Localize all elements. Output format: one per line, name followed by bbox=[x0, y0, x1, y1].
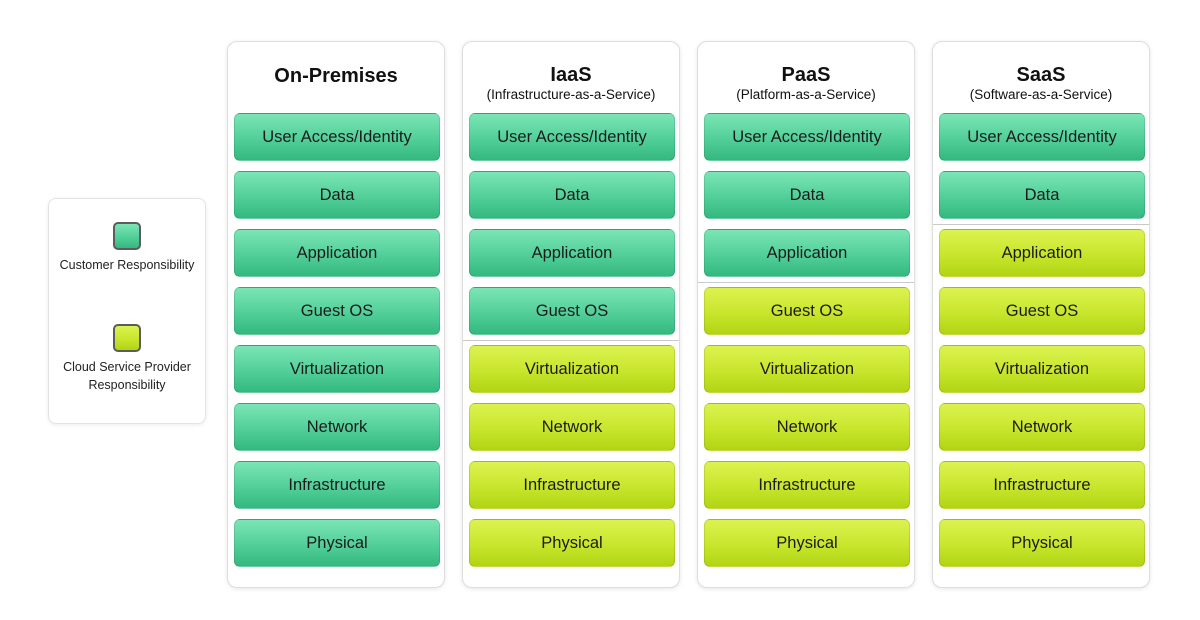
column-header: PaaS (Platform-as-a-Service) bbox=[698, 64, 914, 103]
layer-virtualization: Virtualization bbox=[469, 345, 675, 393]
legend-label-customer: Customer Responsibility bbox=[59, 258, 195, 272]
layer-network: Network bbox=[704, 403, 910, 451]
legend-swatch-provider bbox=[113, 324, 141, 352]
layer-guest-os: Guest OS bbox=[469, 287, 675, 335]
layer-virtualization: Virtualization bbox=[939, 345, 1145, 393]
column-subtitle: (Software-as-a-Service) bbox=[969, 87, 1113, 102]
layer-physical: Physical bbox=[704, 519, 910, 567]
column-paas: PaaS (Platform-as-a-Service) User Access… bbox=[697, 41, 915, 588]
layer-application: Application bbox=[469, 229, 675, 277]
legend-item-provider: Cloud Service Provider Responsibility bbox=[49, 324, 205, 394]
legend: Customer Responsibility Cloud Service Pr… bbox=[48, 198, 206, 424]
responsibility-divider bbox=[463, 340, 679, 341]
layer-virtualization: Virtualization bbox=[234, 345, 440, 393]
layer-network: Network bbox=[234, 403, 440, 451]
layer-guest-os: Guest OS bbox=[234, 287, 440, 335]
layer-user-access-identity: User Access/Identity bbox=[704, 113, 910, 161]
layer-application: Application bbox=[939, 229, 1145, 277]
column-title: PaaS bbox=[781, 64, 831, 86]
layer-network: Network bbox=[939, 403, 1145, 451]
column-header: On-Premises bbox=[228, 65, 444, 88]
legend-label-provider: Cloud Service Provider Responsibility bbox=[63, 360, 191, 392]
layer-guest-os: Guest OS bbox=[704, 287, 910, 335]
responsibility-divider bbox=[933, 224, 1149, 225]
column-title: SaaS bbox=[1016, 64, 1066, 86]
layer-virtualization: Virtualization bbox=[704, 345, 910, 393]
layer-physical: Physical bbox=[469, 519, 675, 567]
column-title: IaaS bbox=[550, 64, 592, 86]
layer-user-access-identity: User Access/Identity bbox=[939, 113, 1145, 161]
layer-physical: Physical bbox=[939, 519, 1145, 567]
column-header: SaaS (Software-as-a-Service) bbox=[933, 64, 1149, 103]
layer-infrastructure: Infrastructure bbox=[704, 461, 910, 509]
layer-infrastructure: Infrastructure bbox=[939, 461, 1145, 509]
layer-data: Data bbox=[234, 171, 440, 219]
legend-item-customer: Customer Responsibility bbox=[49, 222, 205, 274]
layer-application: Application bbox=[704, 229, 910, 277]
responsibility-divider bbox=[698, 282, 914, 283]
column-header: IaaS (Infrastructure-as-a-Service) bbox=[463, 64, 679, 103]
layer-physical: Physical bbox=[234, 519, 440, 567]
layer-data: Data bbox=[704, 171, 910, 219]
layer-data: Data bbox=[939, 171, 1145, 219]
column-subtitle: (Infrastructure-as-a-Service) bbox=[486, 87, 656, 102]
layer-guest-os: Guest OS bbox=[939, 287, 1145, 335]
legend-swatch-customer bbox=[113, 222, 141, 250]
column-iaas: IaaS (Infrastructure-as-a-Service) User … bbox=[462, 41, 680, 588]
column-title: On-Premises bbox=[274, 65, 398, 87]
column-saas: SaaS (Software-as-a-Service) User Access… bbox=[932, 41, 1150, 588]
layer-data: Data bbox=[469, 171, 675, 219]
layer-application: Application bbox=[234, 229, 440, 277]
layer-user-access-identity: User Access/Identity bbox=[234, 113, 440, 161]
column-subtitle: (Platform-as-a-Service) bbox=[736, 87, 876, 102]
layer-user-access-identity: User Access/Identity bbox=[469, 113, 675, 161]
layer-infrastructure: Infrastructure bbox=[234, 461, 440, 509]
layer-network: Network bbox=[469, 403, 675, 451]
layer-infrastructure: Infrastructure bbox=[469, 461, 675, 509]
